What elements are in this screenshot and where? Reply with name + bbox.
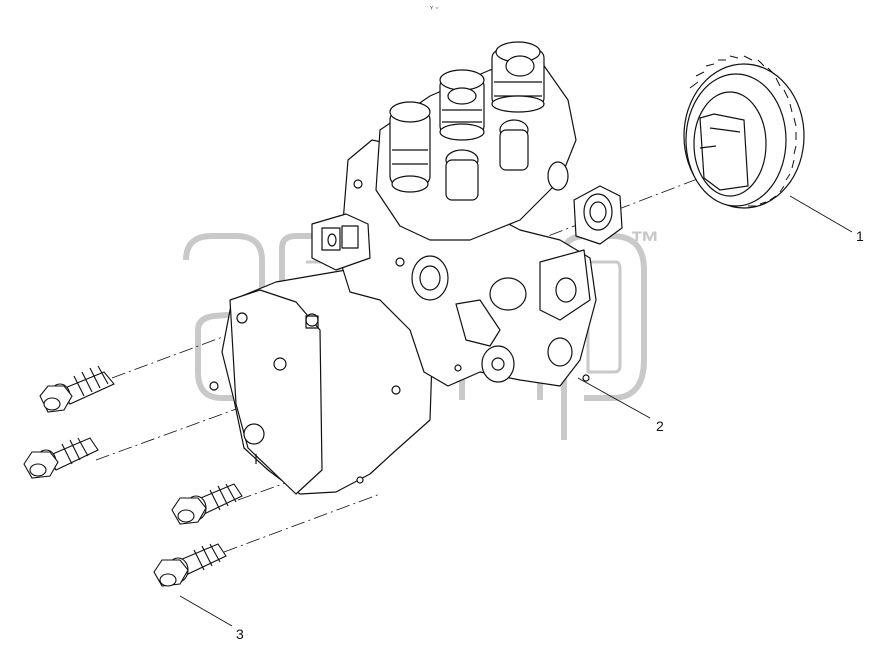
bolt-d [153,543,227,587]
top-mark: ᵞ ᵕ [430,4,439,13]
callout-leaders [179,195,853,627]
pump-drawing [209,41,623,495]
bolt-a [39,365,115,413]
gear-drawing [683,55,805,209]
callout-1: 1 [856,228,864,244]
bolt-b [23,437,99,479]
callout-2: 2 [656,418,664,434]
watermark-tm: ™ [630,226,660,259]
bolt-set [23,365,243,587]
bolt-c [171,483,243,525]
callout-3: 3 [236,626,244,642]
